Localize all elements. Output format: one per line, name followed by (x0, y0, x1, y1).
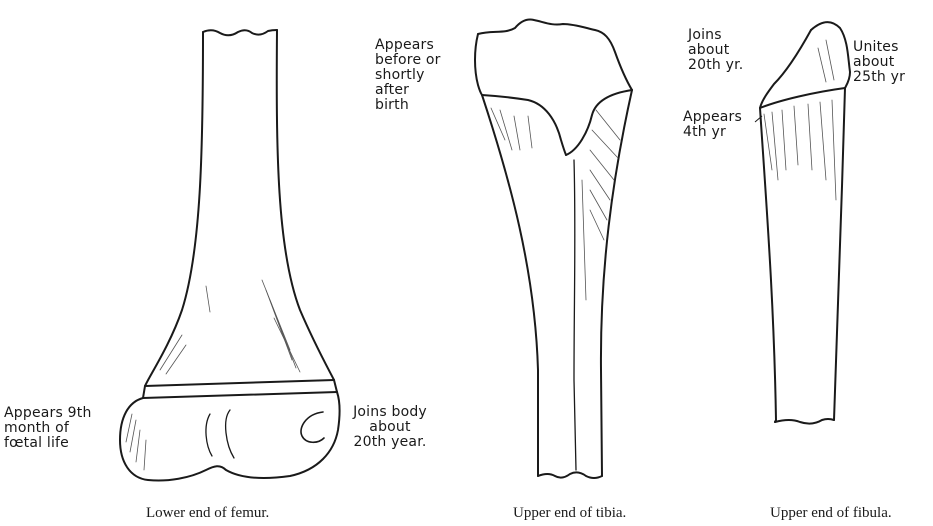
tibia-label-appears-line4: after (375, 83, 441, 98)
femur-label-joins-line1: Joins body (350, 405, 430, 420)
tibia-label-appears-line3: shortly (375, 68, 441, 83)
femur-shading (126, 280, 300, 470)
femur-label-appears-line1: Appears 9th (4, 406, 92, 421)
femur-label-joins-line2: about (350, 420, 430, 435)
fibula-label-appears-line1: Appears (683, 110, 742, 125)
tibia-label-appears-line2: before or (375, 53, 441, 68)
tibia-label-appears: Appears before or shortly after birth (375, 38, 441, 113)
femur-label-joins-line3: 20th year. (350, 435, 430, 450)
fibula-label-unites-line2: about (853, 55, 905, 70)
fibula-shading (764, 40, 836, 200)
femur-label-appears: Appears 9th month of fœtal life (4, 406, 92, 451)
fibula-label-appears-line2: 4th yr (683, 125, 742, 140)
femur-label-joins: Joins body about 20th year. (350, 405, 430, 450)
fibula-label-unites: Unites about 25th yr (853, 40, 905, 85)
tibia-drawing (475, 19, 632, 478)
fibula-drawing (760, 22, 850, 424)
femur-caption: Lower end of femur. (146, 505, 269, 522)
tibia-label-joins-line2: about (688, 43, 743, 58)
tibia-label-appears-line1: Appears (375, 38, 441, 53)
femur-label-appears-line2: month of (4, 421, 92, 436)
tibia-label-joins-line3: 20th yr. (688, 58, 743, 73)
fibula-caption: Upper end of fibula. (770, 505, 892, 522)
fibula-label-unites-line1: Unites (853, 40, 905, 55)
fibula-label-unites-line3: 25th yr (853, 70, 905, 85)
tibia-label-joins: Joins about 20th yr. (688, 28, 743, 73)
fibula-label-appears: Appears 4th yr (683, 110, 742, 140)
tibia-label-appears-line5: birth (375, 98, 441, 113)
femur-label-appears-line3: fœtal life (4, 436, 92, 451)
tibia-shading (491, 108, 620, 300)
tibia-label-joins-line1: Joins (688, 28, 743, 43)
tibia-caption: Upper end of tibia. (513, 505, 626, 522)
femur-drawing (120, 30, 340, 481)
